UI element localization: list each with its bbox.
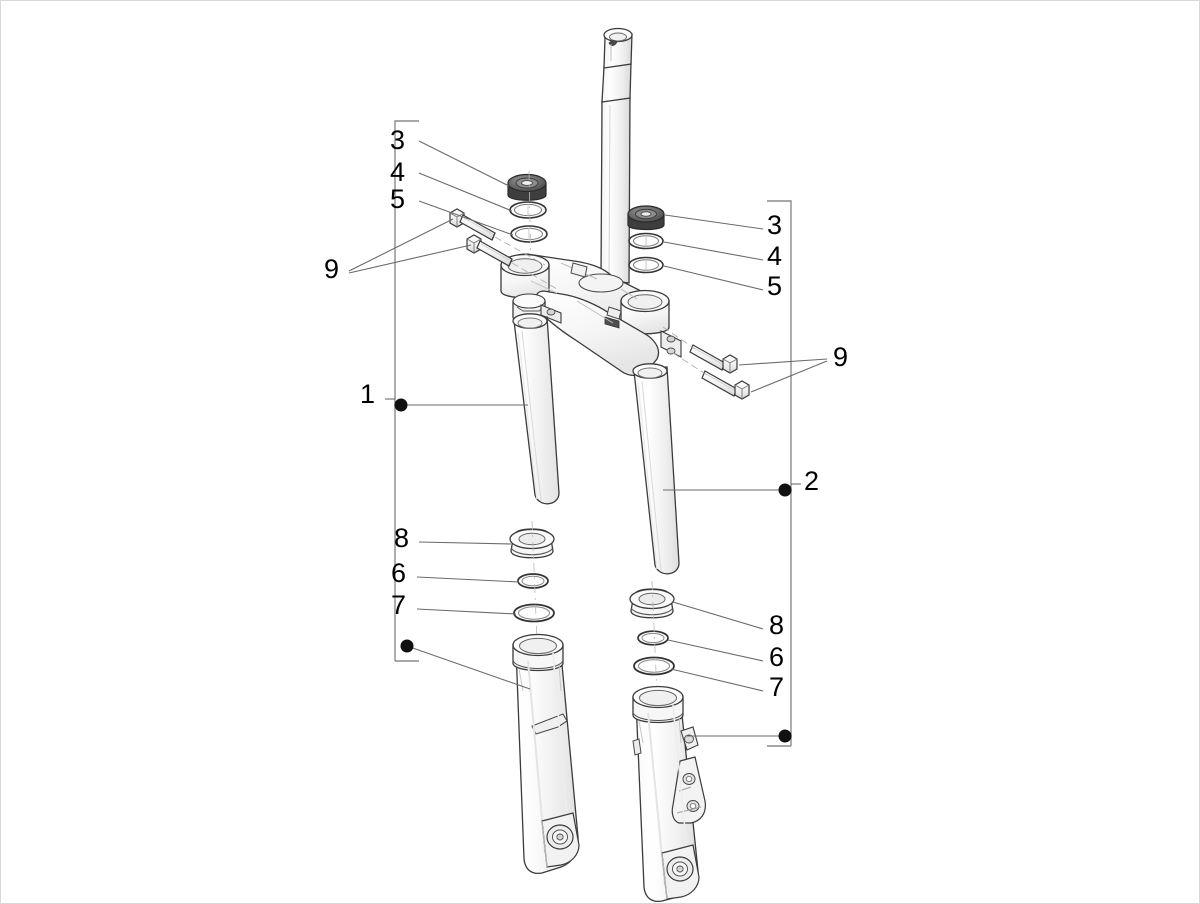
- leader-dots: [394, 398, 792, 743]
- part-6-small-ring-right: [637, 630, 669, 646]
- callout-3-left: 3: [390, 125, 405, 155]
- bolt-axis-right-lower: [672, 352, 708, 376]
- callout-6-left: 6: [391, 558, 406, 588]
- callout-1-left: 1: [360, 379, 375, 409]
- part-5-lower-ring-left: [510, 225, 548, 243]
- leader-3-right: [664, 214, 764, 230]
- triple-clamp-yoke: [500, 253, 682, 377]
- left-fork-slider: [512, 633, 580, 875]
- part-5-lower-ring-right: [628, 256, 664, 274]
- callout-5-left: 5: [390, 184, 405, 214]
- part-8-dust-seal-cup-left: [509, 528, 555, 559]
- part-4-upper-ring-left: [509, 201, 547, 219]
- part-8-dust-seal-cup-right: [629, 588, 675, 619]
- callout-3-right: 3: [767, 210, 782, 240]
- bolt-axis-left-upper: [494, 236, 546, 266]
- right-group-bracket: [767, 200, 792, 747]
- left-group-bracket: [394, 120, 419, 662]
- leader-lines: [348, 140, 828, 737]
- leader-4-right: [663, 241, 764, 261]
- dot-part-2-slider: [778, 729, 792, 743]
- leader-5-right: [663, 265, 764, 291]
- callout-4-left: 4: [390, 157, 405, 187]
- leader-6-left: [416, 576, 520, 583]
- part-9-clamp-bolt-right-lower: [701, 370, 750, 400]
- part-2-right-fork-stanchion: [632, 363, 680, 575]
- callout-2-right: 2: [804, 466, 819, 496]
- centerline-left-stack: [528, 170, 532, 270]
- leader-9-left-b: [348, 244, 472, 274]
- part-3-upper-bearing-left: [507, 173, 547, 201]
- dot-part-2: [778, 483, 792, 497]
- callout-6-right: 6: [769, 642, 784, 672]
- centerline-right-lower: [651, 580, 658, 696]
- part-9-clamp-bolt-left-lower: [466, 234, 513, 267]
- bolt-axis-left-lower: [511, 262, 558, 290]
- leader-9-right-a: [738, 358, 828, 366]
- leader-9-left-a: [348, 218, 454, 272]
- callout-7-left: 7: [391, 590, 406, 620]
- part-3-upper-bearing-right: [627, 205, 665, 231]
- leader-6-right: [667, 639, 764, 662]
- callout-5-right: 5: [767, 271, 782, 301]
- leader-1-slider: [406, 645, 531, 690]
- part-7-large-ring-right: [633, 656, 675, 676]
- callout-8-left: 8: [394, 523, 409, 553]
- part-6-small-ring-left: [517, 573, 549, 589]
- leader-8-right: [672, 601, 764, 630]
- callout-8-right: 8: [769, 610, 784, 640]
- dot-part-1: [394, 398, 408, 412]
- leader-9-right-b: [750, 360, 828, 393]
- callout-4-right: 4: [767, 241, 782, 271]
- part-9-clamp-bolt-right-upper: [689, 344, 738, 374]
- leader-4-left: [418, 172, 513, 212]
- leader-3-left: [418, 140, 510, 187]
- bolt-axis-right-upper: [662, 326, 696, 350]
- callout-9-right: 9: [833, 342, 848, 372]
- callout-7-right: 7: [769, 672, 784, 702]
- callout-9-left: 9: [324, 254, 339, 284]
- leader-8-left: [418, 541, 512, 545]
- callout-numbers: 3 4 5 9 1 8 6 7 3 4 5 9 2 8 6 7: [324, 125, 848, 702]
- leader-5-left: [418, 200, 514, 236]
- dot-part-1-slider: [400, 639, 414, 653]
- right-fork-slider: [632, 685, 706, 903]
- leader-7-right: [670, 668, 764, 692]
- leader-7-left: [416, 608, 517, 615]
- steering-stem: [600, 27, 633, 284]
- part-4-upper-ring-right: [628, 232, 664, 250]
- part-7-large-ring-left: [513, 603, 555, 623]
- part-1-left-fork-stanchion: [512, 313, 560, 505]
